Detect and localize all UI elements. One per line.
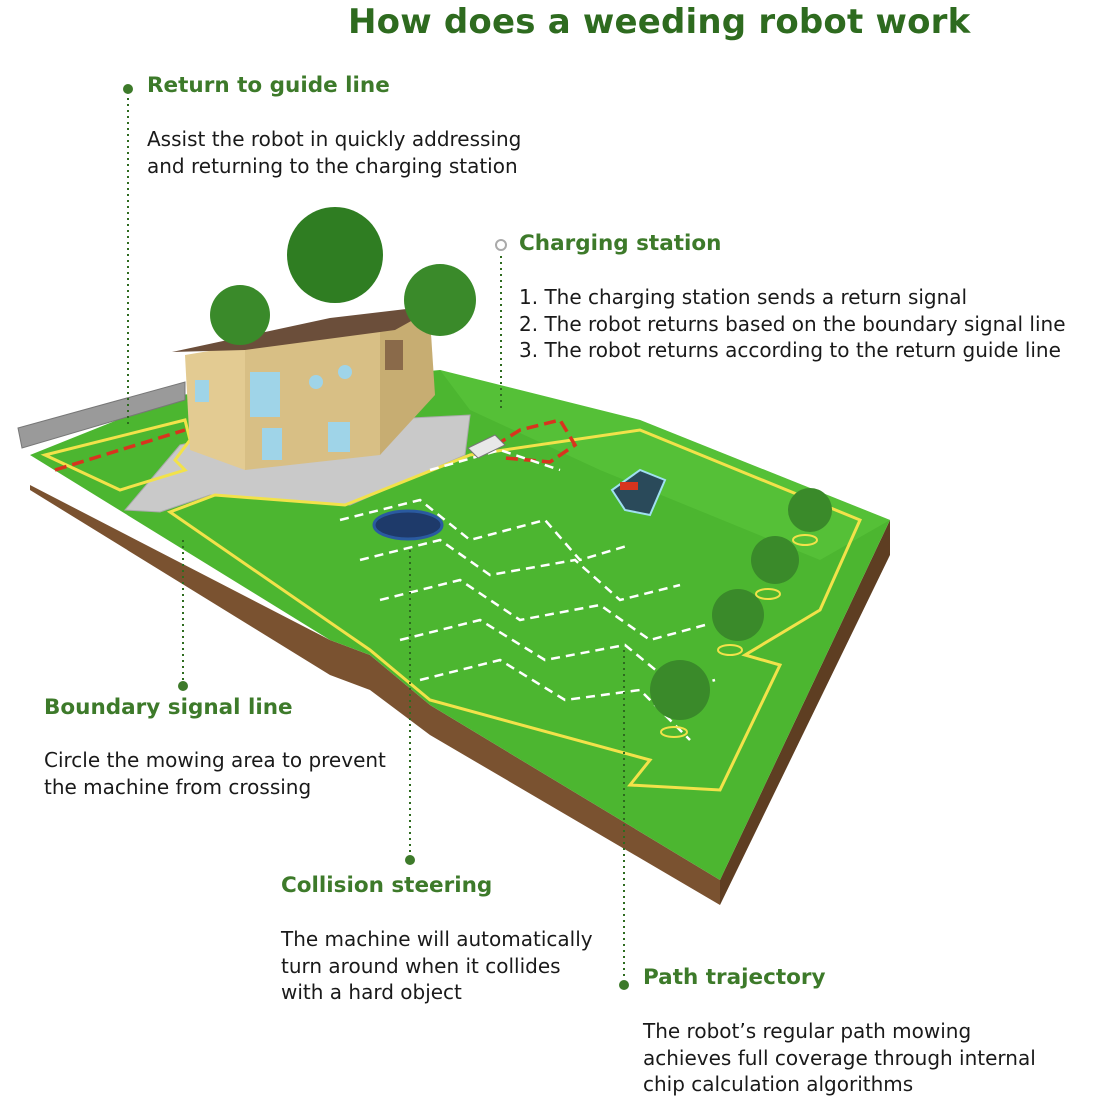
soil-front xyxy=(30,455,720,905)
path-heading: Path trajectory xyxy=(643,965,826,990)
path-text: The robot’s regular path mowing achieves… xyxy=(643,1018,1036,1098)
boundary-text: Circle the mowing area to prevent the ma… xyxy=(44,747,386,800)
trampoline-icon xyxy=(372,509,444,541)
text-line: Circle the mowing area to prevent xyxy=(44,748,386,772)
marker-dot xyxy=(405,855,415,865)
text-line: Assist the robot in quickly addressing xyxy=(147,127,522,151)
marker-dot xyxy=(178,681,188,691)
soil-side xyxy=(720,520,890,905)
return-guide-heading: Return to guide line xyxy=(147,73,390,98)
collision-heading: Collision steering xyxy=(281,873,493,898)
text-line: The machine will automatically xyxy=(281,927,593,951)
text-line: 2. The robot returns based on the bounda… xyxy=(519,311,1066,336)
collision-text: The machine will automatically turn arou… xyxy=(281,926,593,1006)
robot-mower-icon xyxy=(610,468,667,517)
text-line: with a hard object xyxy=(281,980,462,1004)
lawn-shade xyxy=(440,370,890,560)
text-line: the machine from crossing xyxy=(44,774,312,799)
marker-dot xyxy=(123,84,133,94)
guide-wire xyxy=(54,417,578,472)
text-line: chip calculation algorithms xyxy=(643,1072,914,1096)
text-line: turn around when it collides xyxy=(281,953,561,978)
boundary-wire xyxy=(40,418,862,792)
marker-dot xyxy=(619,980,629,990)
leader-lines xyxy=(127,98,625,980)
page-title: How does a weeding robot work xyxy=(348,2,971,42)
house-icon xyxy=(172,305,440,470)
marker-dot xyxy=(495,239,507,251)
charging-station-icon xyxy=(467,434,506,459)
text-line: The robot’s regular path mowing xyxy=(643,1019,972,1043)
tree-icon xyxy=(210,207,832,738)
boundary-heading: Boundary signal line xyxy=(44,695,293,720)
stone-wall xyxy=(17,381,186,449)
charging-station-text: 1. The charging station sends a return s… xyxy=(519,284,1066,364)
text-line: 3. The robot returns according to the re… xyxy=(519,338,1061,362)
text-line: and returning to the charging station xyxy=(147,153,518,178)
return-guide-text: Assist the robot in quickly addressing a… xyxy=(147,126,521,179)
path-trajectory xyxy=(339,448,716,741)
charging-station-heading: Charging station xyxy=(519,231,722,256)
text-line: 1. The charging station sends a return s… xyxy=(519,285,968,309)
text-line: achieves full coverage through internal xyxy=(643,1045,1036,1070)
